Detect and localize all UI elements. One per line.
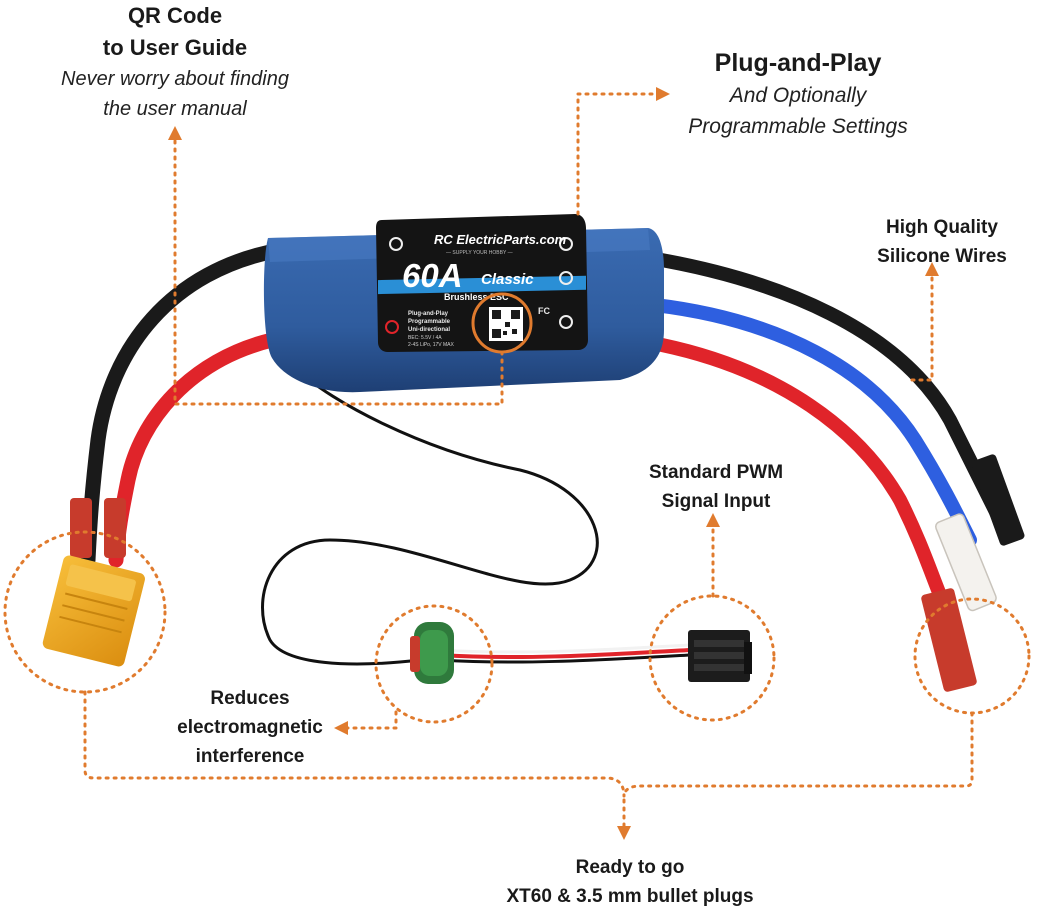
ready-bracket-right xyxy=(622,711,974,798)
plug-subtitle-line1: And Optionally xyxy=(729,84,867,107)
qr-subtitle-line1: Never worry about finding xyxy=(61,68,289,90)
wires-title-line2: Silicone Wires xyxy=(877,246,1007,267)
plug-subtitle-line2: Programmable Settings xyxy=(688,115,908,138)
pwm-title-line1: Standard PWM xyxy=(648,462,784,483)
ready-bracket-left xyxy=(83,690,626,798)
ready-title-line2: XT60 & 3.5 mm bullet plugs xyxy=(506,886,754,907)
callout-arrowheads xyxy=(168,87,939,840)
wires-arrowhead xyxy=(925,262,939,276)
bullet-plug-black xyxy=(971,454,1025,546)
plug-title: Plug-and-Play xyxy=(714,49,882,77)
emi-annotation: Reduces electromagnetic interference xyxy=(140,684,360,771)
signal-lead-black xyxy=(439,653,691,664)
emi-title-line2: electromagnetic xyxy=(177,717,323,738)
emi-arrowhead xyxy=(334,721,348,735)
ferrite-highlight-circle xyxy=(374,604,494,724)
silicone-wires-annotation: High Quality Silicone Wires xyxy=(832,213,1052,271)
ready-arrowhead xyxy=(617,826,631,840)
ready-to-go-annotation: Ready to go XT60 & 3.5 mm bullet plugs xyxy=(440,853,820,911)
label-spec-2: Programmable xyxy=(408,319,451,325)
callout-lines xyxy=(3,92,1031,830)
label-model: Classic xyxy=(481,271,534,288)
servo-highlight-circle xyxy=(648,594,776,722)
qr-arrowhead xyxy=(168,126,182,140)
label-cert: FC xyxy=(538,306,550,316)
signal-lead-white xyxy=(439,643,691,654)
blue-wire-right xyxy=(648,298,977,547)
xt60-connector xyxy=(42,498,145,667)
label-brand-tagline: — SUPPLY YOUR HOBBY — xyxy=(446,250,513,256)
pwm-arrowhead xyxy=(706,513,720,527)
bullet-highlight-circle xyxy=(913,597,1031,715)
xt60-highlight-circle xyxy=(3,530,167,694)
pwm-title-line2: Signal Input xyxy=(661,491,771,512)
red-wire-left xyxy=(108,332,280,568)
qr-title-line2: to User Guide xyxy=(102,35,248,60)
qr-subtitle-line2: the user manual xyxy=(103,98,247,120)
esc-label: RC ElectricParts.com — SUPPLY YOUR HOBBY… xyxy=(376,214,588,352)
plug-and-play-annotation: Plug-and-Play And Optionally Programmabl… xyxy=(648,46,948,142)
pwm-input-annotation: Standard PWM Signal Input xyxy=(596,458,836,516)
label-spec-4: BEC: 5.5V / 4A xyxy=(408,335,442,341)
bullet-plug-white xyxy=(934,513,997,612)
label-spec-3: Uni-directional xyxy=(408,327,450,333)
signal-lead-servo xyxy=(439,648,691,660)
bullet-plug-red xyxy=(921,588,977,692)
ready-title-line1: Ready to go xyxy=(575,857,685,878)
label-type-band: Brushless ESC xyxy=(444,292,509,302)
ferrite-ring xyxy=(410,622,454,684)
plug-callout-line xyxy=(576,92,662,216)
servo-connector xyxy=(688,630,752,682)
qr-callout-line xyxy=(173,138,504,406)
emi-title-line3: interference xyxy=(195,746,305,767)
label-brand: RC ElectricParts.com xyxy=(434,232,567,247)
wires-title-line1: High Quality xyxy=(886,217,998,238)
qr-code-annotation: QR Code to User Guide Never worry about … xyxy=(20,0,330,124)
plug-arrowhead xyxy=(656,87,670,101)
label-spec-5: 2-4S LiPo, 17V MAX xyxy=(408,342,455,348)
emi-title-line1: Reduces xyxy=(210,688,290,709)
qr-title-line1: QR Code xyxy=(127,3,223,28)
label-spec-1: Plug-and-Play xyxy=(408,311,449,317)
signal-lead-loop xyxy=(261,370,599,666)
red-wire-right xyxy=(655,338,947,602)
emi-callout-line xyxy=(344,710,398,730)
label-rating: 60A xyxy=(402,257,463,294)
